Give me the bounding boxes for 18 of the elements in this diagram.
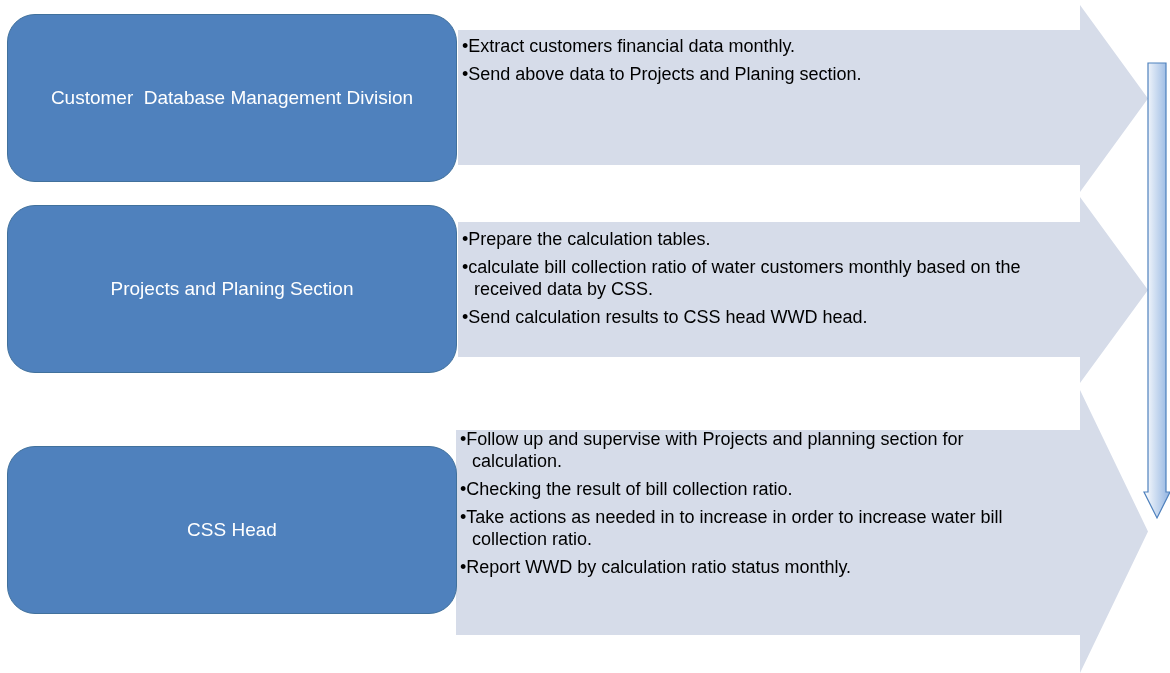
arrow-shape [458, 197, 1148, 383]
bullet-item: •Report WWD by calculation ratio status monthly. [460, 556, 853, 578]
box-label: Projects and Planing Section [110, 278, 354, 300]
process-box [7, 205, 457, 373]
bullet-item: •Take actions as needed in to increase in order to increase water bill collection ratio. [460, 506, 1004, 550]
arrow-shape [456, 390, 1148, 673]
process-box [7, 446, 457, 614]
bullet-item: •Send calculation results to CSS head WWD head. [462, 306, 869, 328]
arrow-shape [458, 5, 1148, 192]
bullet-item: •Prepare the calculation tables. [462, 228, 712, 250]
bullet-item: •Send above data to Projects and Planing section. [462, 63, 863, 85]
box-label: CSS Head [187, 519, 277, 541]
bullet-item: •Extract customers financial data monthly. [462, 35, 797, 57]
process-box [7, 14, 457, 182]
bullet-item: •Follow up and supervise with Projects and planning section for calculation. [460, 428, 965, 472]
bullet-item: •Checking the result of bill collection ratio. [460, 478, 794, 500]
bullet-item: •calculate bill collection ratio of water customers monthly based on the received data by CSS. [462, 256, 1022, 300]
box-label: Customer Database Management Division [50, 87, 414, 109]
